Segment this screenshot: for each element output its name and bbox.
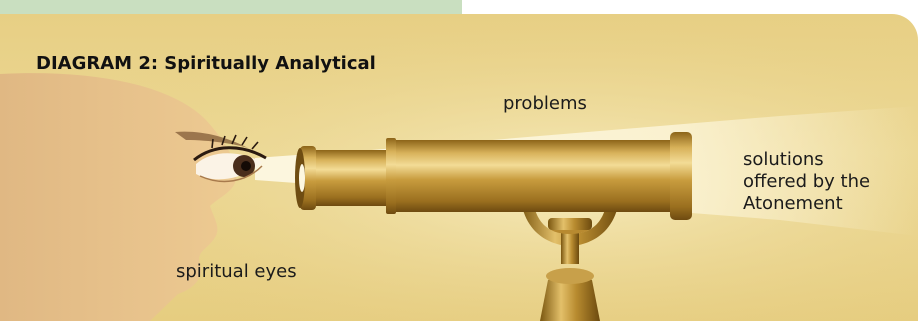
label-solutions-line: offered by the bbox=[743, 171, 871, 192]
top-tab bbox=[0, 0, 462, 14]
illustration-panel: DIAGRAM 2: Spiritually Analytical proble… bbox=[0, 14, 918, 321]
label-solutions: solutions offered by the Atonement bbox=[743, 149, 870, 215]
telescope-scene bbox=[0, 14, 918, 321]
label-solutions-line: solutions bbox=[743, 149, 824, 170]
eye-icon bbox=[193, 134, 267, 183]
label-problems: problems bbox=[503, 93, 587, 114]
telescope-icon bbox=[295, 132, 692, 321]
diagram-title: DIAGRAM 2: Spiritually Analytical bbox=[36, 53, 376, 74]
label-solutions-line: Atonement bbox=[743, 193, 843, 214]
label-spiritual-eyes: spiritual eyes bbox=[176, 261, 297, 282]
